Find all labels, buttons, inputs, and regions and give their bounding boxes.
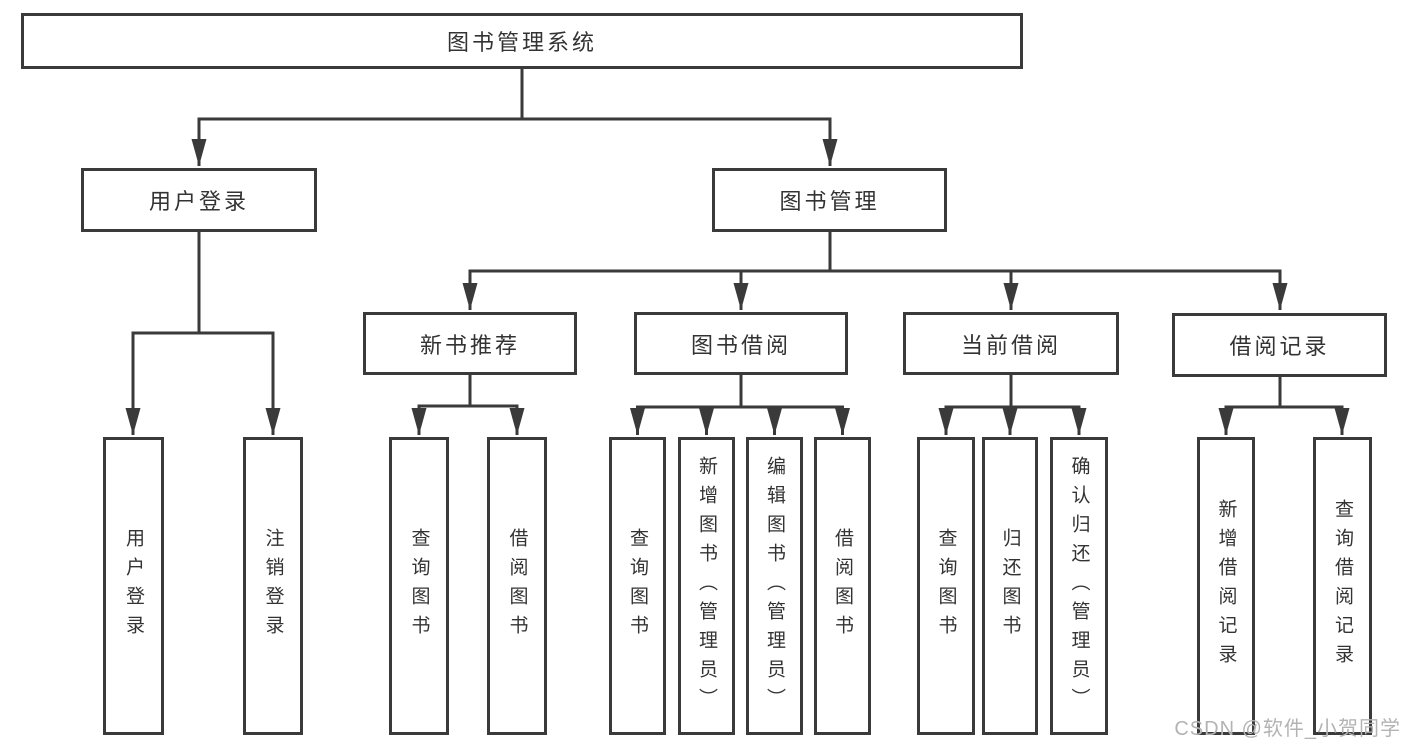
leaf-query-borrow-record: 查询借阅记录 xyxy=(1313,437,1372,735)
connector-book-borrow-children xyxy=(630,375,850,435)
leaf-borrow-book-newrec-label: 借阅图书 xyxy=(506,528,528,644)
leaf-borrow-book-newrec: 借阅图书 xyxy=(487,437,547,735)
leaf-borrow-book: 借阅图书 xyxy=(814,437,871,735)
leaf-query-borrow-record-label: 查询借阅记录 xyxy=(1332,499,1353,673)
leaf-query-book-newrec: 查询图书 xyxy=(389,437,449,735)
connector-new-book-children xyxy=(411,375,525,435)
leaf-query-book-current-label: 查询图书 xyxy=(935,528,957,644)
leaf-user-login: 用户登录 xyxy=(103,437,164,735)
node-user-login-label: 用户登录 xyxy=(148,189,249,214)
node-book-mgmt-label: 图书管理 xyxy=(779,189,880,214)
connector-current-borrow-children xyxy=(938,375,1087,435)
node-current-borrow-label: 当前借阅 xyxy=(960,332,1061,358)
watermark: CSDN @软件_小贺同学 xyxy=(1174,718,1401,740)
connector-root-to-level2 xyxy=(191,69,838,166)
node-current-borrow: 当前借阅 xyxy=(903,312,1119,375)
leaf-edit-book-admin: 编辑图书（管理员） xyxy=(746,437,803,735)
leaf-add-book-admin-label: 新增图书（管理员） xyxy=(696,455,717,717)
node-book-borrow-label: 图书借阅 xyxy=(690,332,791,358)
leaf-edit-book-admin-label: 编辑图书（管理员） xyxy=(764,455,785,717)
leaf-query-book-borrow-label: 查询图书 xyxy=(627,528,648,644)
node-book-mgmt: 图书管理 xyxy=(712,168,947,232)
leaf-confirm-return-admin: 确认归还（管理员） xyxy=(1050,437,1108,735)
node-new-book: 新书推荐 xyxy=(363,312,577,375)
leaf-logout-login: 注销登录 xyxy=(243,437,303,735)
connector-borrow-records-children xyxy=(1218,377,1350,435)
leaf-add-book-admin: 新增图书（管理员） xyxy=(678,437,735,735)
leaf-query-book-current: 查询图书 xyxy=(917,437,975,735)
leaf-logout-login-label: 注销登录 xyxy=(262,528,284,644)
node-book-borrow: 图书借阅 xyxy=(634,312,848,375)
leaf-return-book: 归还图书 xyxy=(982,437,1038,735)
node-user-login: 用户登录 xyxy=(81,168,317,232)
node-new-book-label: 新书推荐 xyxy=(419,332,520,358)
node-borrow-records-label: 借阅记录 xyxy=(1229,334,1330,359)
node-borrow-records: 借阅记录 xyxy=(1172,313,1387,377)
node-root-label: 图书管理系统 xyxy=(446,30,597,55)
leaf-return-book-label: 归还图书 xyxy=(999,528,1021,644)
node-root: 图书管理系统 xyxy=(21,13,1023,69)
leaf-query-book-borrow: 查询图书 xyxy=(609,437,666,735)
connector-book-mgmt-children xyxy=(462,232,1288,310)
leaf-user-login-label: 用户登录 xyxy=(123,528,144,644)
leaf-add-borrow-record-label: 新增借阅记录 xyxy=(1215,499,1237,673)
connector-user-login-children xyxy=(125,232,281,435)
leaf-borrow-book-label: 借阅图书 xyxy=(832,528,853,644)
leaf-confirm-return-admin-label: 确认归还（管理员） xyxy=(1068,455,1090,717)
leaf-query-book-newrec-label: 查询图书 xyxy=(408,528,430,644)
leaf-add-borrow-record: 新增借阅记录 xyxy=(1197,437,1255,735)
